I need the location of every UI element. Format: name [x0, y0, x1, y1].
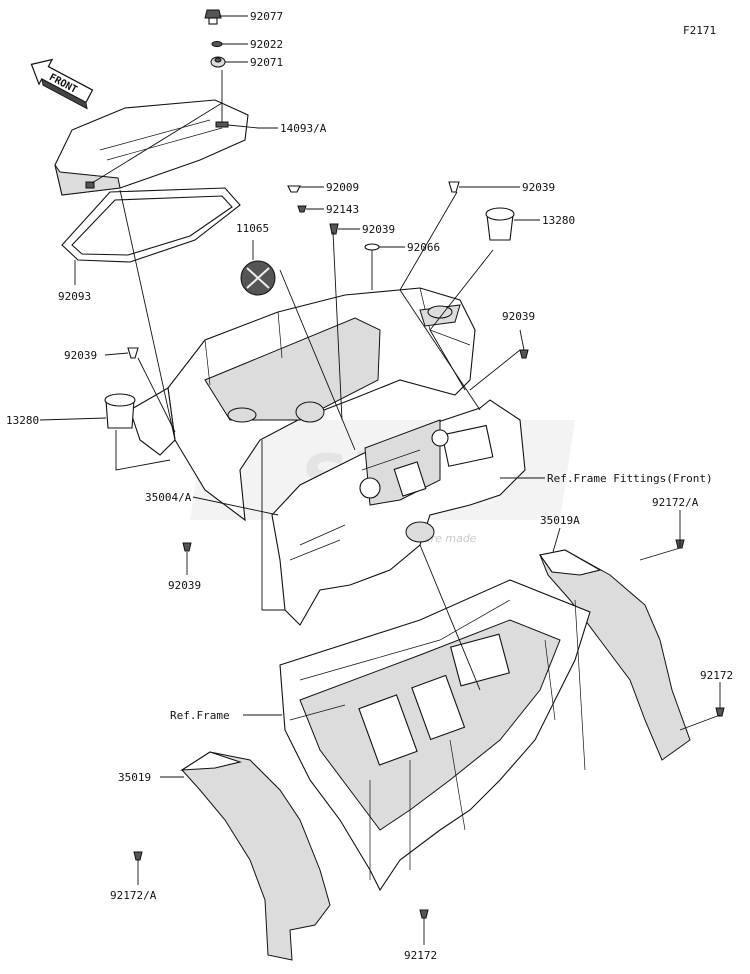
clip-92077-icon: [204, 9, 222, 25]
nut-92071-icon: [210, 56, 226, 68]
figure-code: F2171: [683, 24, 716, 37]
cup-holder-left-part: [104, 393, 136, 429]
callout-92093: 92093: [58, 290, 91, 303]
cap-11065-icon: [240, 260, 276, 296]
callout-ref-frame: Ref.Frame: [170, 709, 230, 722]
fender-35019A-part: [539, 549, 691, 761]
front-arrow-icon: FRONT: [30, 58, 94, 110]
dash-upper-panel-part: [129, 287, 476, 522]
dash-lower-panel-part: [271, 399, 526, 626]
clip-92039-left-icon: [127, 347, 139, 359]
callout-92039-left: 92039: [64, 349, 97, 362]
clip-92143-icon: [297, 205, 307, 213]
callout-92172-lower: 92172: [404, 949, 437, 962]
callout-11065: 11065: [236, 222, 269, 235]
callout-92022: 92022: [250, 38, 283, 51]
callout-92009: 92009: [326, 181, 359, 194]
callout-92172A-upper: 92172/A: [652, 496, 699, 509]
callout-92039-right: 92039: [502, 310, 535, 323]
clip-92039-top-right-icon: [448, 181, 460, 193]
callout-92039-center: 92039: [362, 223, 395, 236]
callout-92172A-lower: 92172/A: [110, 889, 157, 902]
callout-92071: 92071: [250, 56, 283, 69]
leader-lines: [39, 15, 721, 945]
callout-35019: 35019: [118, 771, 151, 784]
callout-13280-left: 13280: [6, 414, 39, 427]
frame-part: [279, 579, 591, 892]
screw-92172-right-icon: [715, 707, 725, 717]
clip-92039-right-icon: [519, 349, 529, 359]
gasket-part: [61, 187, 241, 263]
callout-labels: 92077 92022 92071 14093/A 92009 92039 92…: [6, 10, 733, 962]
cup-holder-right-part: [485, 207, 515, 241]
callout-35019A: 35019A: [540, 514, 580, 527]
callout-13280-right: 13280: [542, 214, 575, 227]
screw-92172-lower-icon: [419, 909, 429, 919]
callout-35004A: 35004/A: [145, 491, 192, 504]
callout-92066: 92066: [407, 241, 440, 254]
clip-92066-icon: [364, 243, 380, 251]
clip-92009-icon: [287, 185, 301, 193]
clip-92039-lower-icon: [182, 542, 192, 552]
callout-14093A: 14093/A: [280, 122, 327, 135]
callout-ref-frame-fittings-front: Ref.Frame Fittings(Front): [547, 472, 713, 485]
callout-92039-top-right: 92039: [522, 181, 555, 194]
roof-lid-part: [54, 99, 249, 196]
fender-35019-part: [179, 751, 331, 961]
clip-92039-icon: [329, 223, 339, 235]
screw-92172A-lower-icon: [133, 851, 143, 861]
callout-92039-lower: 92039: [168, 579, 201, 592]
washer-92022-icon: [211, 41, 223, 47]
callout-92172-right: 92172: [700, 669, 733, 682]
callout-92143: 92143: [326, 203, 359, 216]
callout-92077: 92077: [250, 10, 283, 23]
